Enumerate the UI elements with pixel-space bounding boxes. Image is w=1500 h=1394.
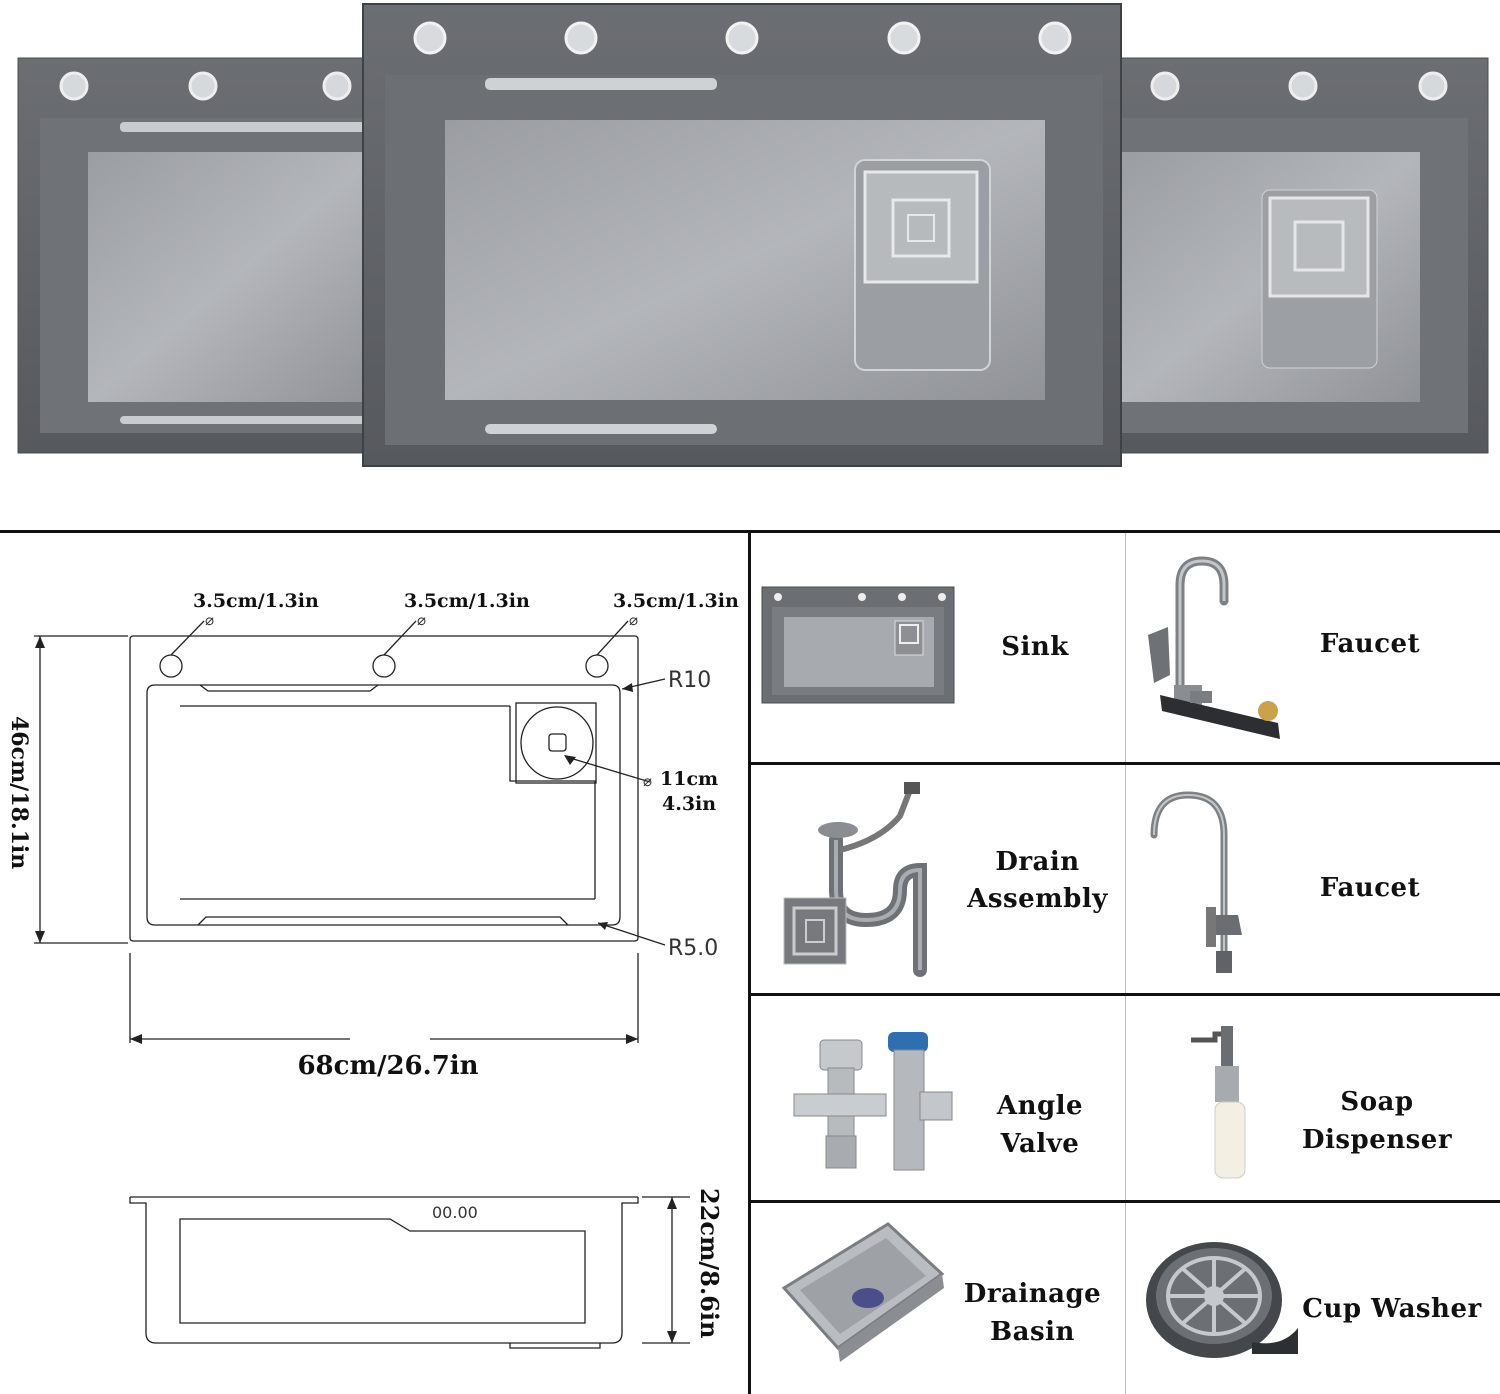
part-label-assembly: Assembly — [967, 884, 1108, 914]
side-marking-label: 00.00 — [432, 1203, 478, 1222]
height-dimension-label: 46cm/18.1in — [6, 716, 32, 869]
width-dimension-label: 68cm/26.7in — [297, 1051, 478, 1081]
part-label-faucet-1: Faucet — [1319, 629, 1421, 659]
part-label-angle-valve: Angle Valve — [996, 1091, 1084, 1159]
soap-dispenser-image — [1191, 1026, 1246, 1179]
svg-text:⌀: ⌀ — [205, 611, 214, 629]
sink-photo-center — [362, 3, 1122, 467]
dimension-drawing: ⌀ ⌀ ⌀ ⌀ 3.5cm/1.3in 3.5cm/1.3in 3.5cm/1.… — [6, 590, 739, 1349]
part-label-faucet-2: Faucet — [1319, 873, 1421, 903]
radius-top-label: R10 — [668, 668, 711, 693]
part-label-drain: Drain — [995, 847, 1080, 877]
column-divider-parts — [1125, 533, 1126, 1394]
drain-assembly-image — [783, 782, 927, 977]
row-divider-3 — [751, 1200, 1500, 1203]
sink-thumbnail-image — [761, 586, 955, 704]
section-divider — [0, 530, 1500, 533]
radius-bottom-label: R5.0 — [668, 936, 718, 961]
svg-text:⌀: ⌀ — [417, 611, 426, 629]
drain-diameter-label-cm: 11cm — [660, 768, 718, 790]
part-label-cup-washer: Cup Washer — [1302, 1294, 1482, 1324]
part-label-drainage: Drainage — [963, 1279, 1102, 1309]
row-divider-1 — [751, 762, 1500, 765]
angle-valve-image — [793, 1032, 953, 1171]
hole-diameter-label-2: 3.5cm/1.3in — [404, 590, 530, 612]
column-divider-main — [748, 533, 751, 1394]
sink-product-photos — [17, 3, 1489, 467]
part-label-soap-dispenser: Soap Dispenser — [1301, 1087, 1453, 1155]
row-divider-2 — [751, 993, 1500, 996]
svg-text:⌀: ⌀ — [643, 772, 652, 790]
hole-diameter-label-1: 3.5cm/1.3in — [193, 590, 319, 612]
pullout-faucet-image — [1148, 556, 1280, 739]
cup-washer-image — [1146, 1242, 1298, 1358]
svg-text:⌀: ⌀ — [629, 611, 638, 629]
part-label-basin: Basin — [990, 1317, 1075, 1347]
drainage-basin-image — [781, 1222, 945, 1362]
filter-faucet-image — [1150, 791, 1242, 973]
hole-diameter-label-3: 3.5cm/1.3in — [613, 590, 739, 612]
drain-diameter-label-in: 4.3in — [662, 793, 716, 815]
depth-dimension-label: 22cm/8.6in — [695, 1188, 724, 1339]
sink-photo-right — [1119, 57, 1489, 454]
sink-photo-left — [17, 57, 380, 454]
part-label-sink: Sink — [1001, 632, 1069, 662]
